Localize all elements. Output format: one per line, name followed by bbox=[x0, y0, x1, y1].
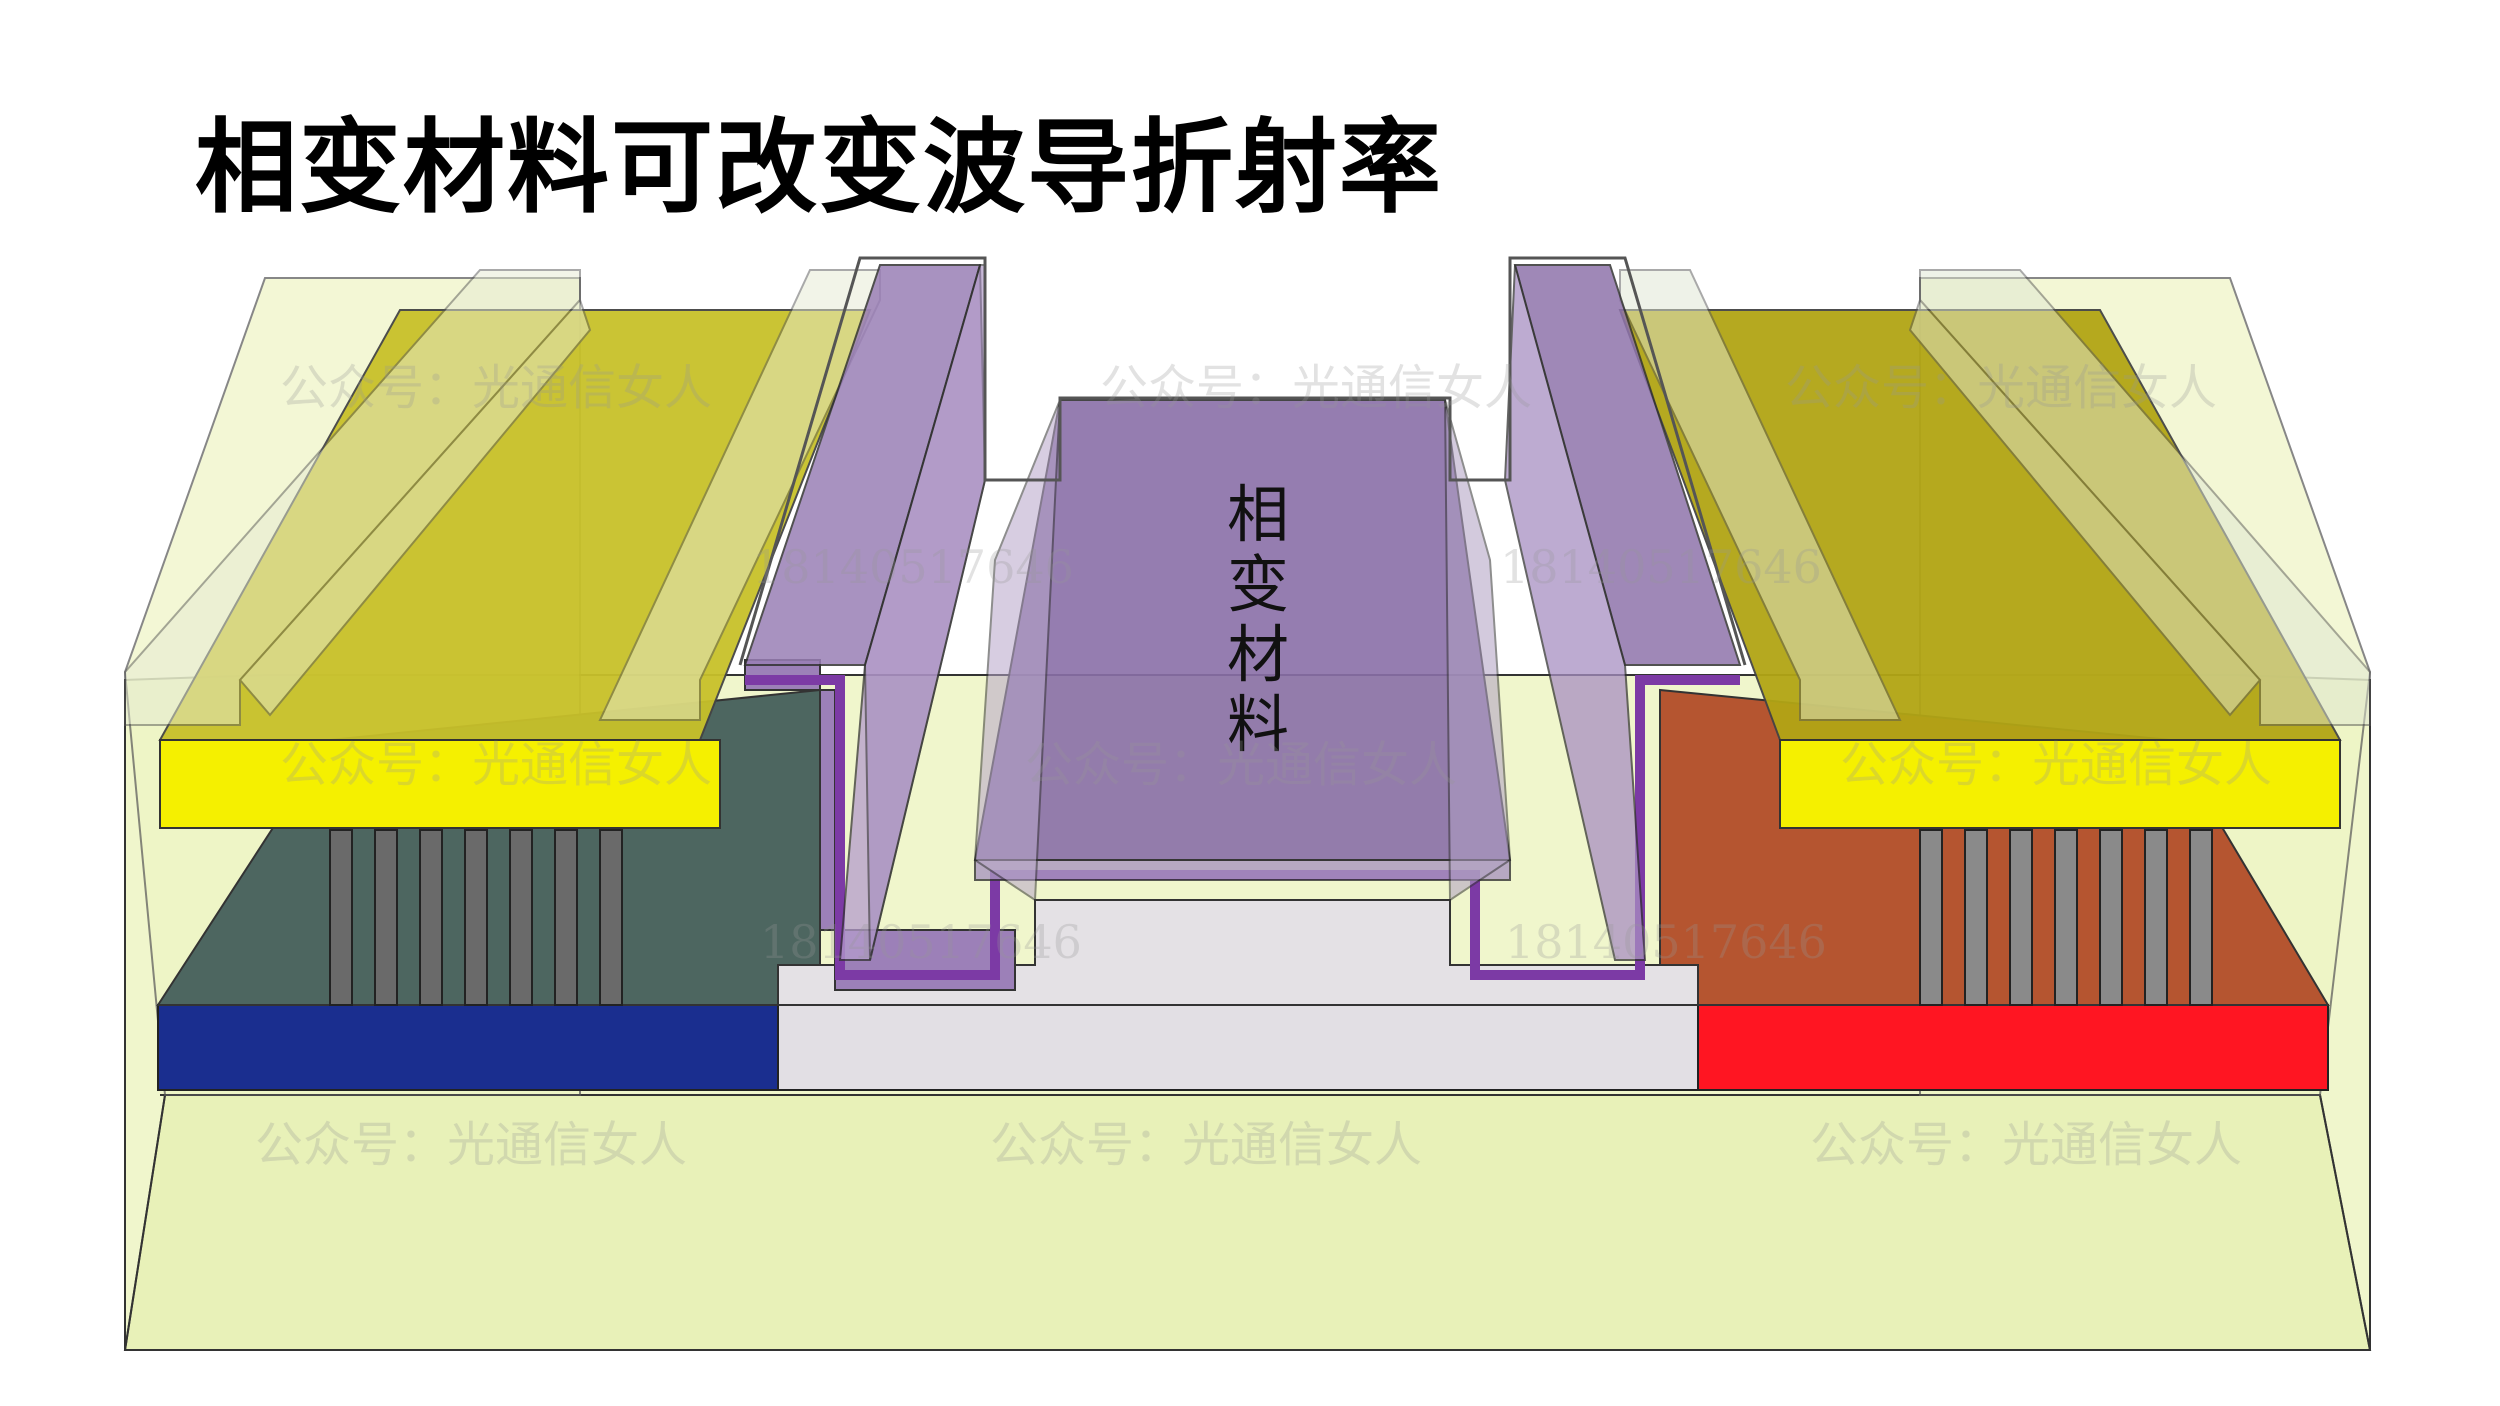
electrode-right-face bbox=[1779, 739, 2341, 829]
substrate-body bbox=[123, 1094, 2372, 1351]
p-doped-region bbox=[1697, 1004, 2329, 1091]
rail-left bbox=[124, 269, 881, 726]
via-stack-right bbox=[1919, 829, 2213, 1006]
pcm-step-right bbox=[1444, 399, 1512, 902]
cladding-outline bbox=[738, 256, 1747, 666]
core-slab bbox=[777, 1004, 1699, 1091]
page-title: 相变材料可改变波导折射率 bbox=[195, 109, 1443, 228]
pcm-label: 相变材料 bbox=[1226, 478, 1289, 761]
pcm-layer-left bbox=[744, 659, 1016, 991]
electrode-left-face bbox=[159, 739, 721, 829]
via-stack-left bbox=[329, 829, 623, 1006]
n-doped-region bbox=[157, 1004, 779, 1091]
rail-right bbox=[1619, 269, 2371, 726]
